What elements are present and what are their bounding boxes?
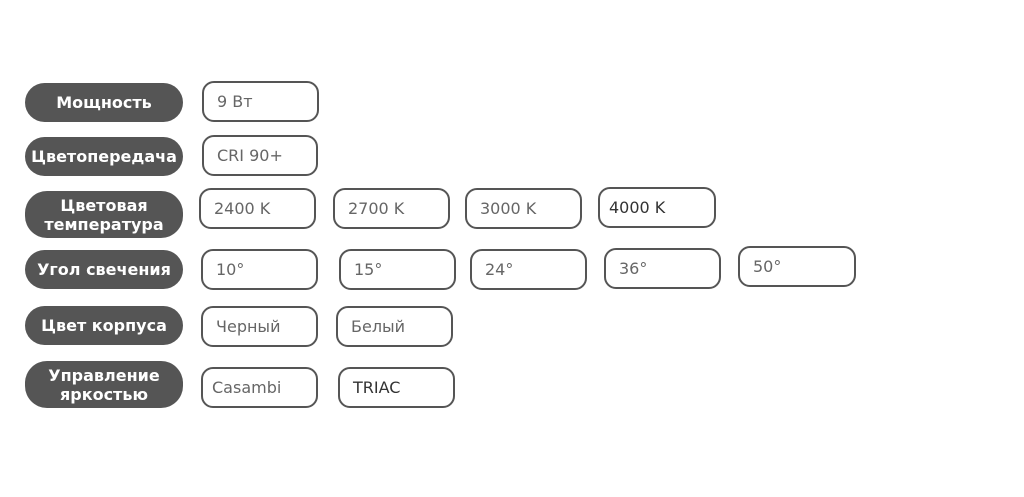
label-dimming-control: Управление яркостью	[25, 361, 183, 408]
option-label: Черный	[216, 317, 281, 336]
option-angle-36[interactable]: 36°	[604, 248, 721, 289]
option-temp-2400k[interactable]: 2400 K	[199, 188, 316, 229]
option-label: CRI 90+	[217, 146, 283, 165]
option-angle-15[interactable]: 15°	[339, 249, 456, 290]
option-label: 3000 K	[480, 199, 537, 218]
option-temp-3000k[interactable]: 3000 K	[465, 188, 582, 229]
label-line: температура	[44, 214, 164, 234]
option-label: 24°	[485, 260, 514, 279]
option-label: 36°	[619, 259, 648, 278]
label-line: яркостью	[59, 384, 148, 404]
label-color-temperature: Цветовая температура	[25, 191, 183, 238]
label-power-text: Мощность	[56, 93, 152, 112]
option-color-white[interactable]: Белый	[336, 306, 453, 347]
option-dimming-casambi[interactable]: Casambi	[201, 367, 318, 408]
option-temp-4000k[interactable]: 4000 K	[598, 187, 716, 228]
option-label: 2700 K	[348, 199, 405, 218]
option-label: Белый	[351, 317, 406, 336]
label-color-rendering: Цветопередача	[25, 137, 183, 176]
option-label: 4000 K	[609, 198, 666, 217]
label-beam-angle-text: Угол свечения	[37, 260, 171, 279]
label-body-color: Цвет корпуса	[25, 306, 183, 345]
option-power-9w[interactable]: 9 Вт	[202, 81, 319, 122]
label-line: Управление	[48, 365, 160, 385]
option-angle-50[interactable]: 50°	[738, 246, 856, 287]
label-beam-angle: Угол свечения	[25, 250, 183, 289]
option-label: 10°	[216, 260, 245, 279]
option-angle-10[interactable]: 10°	[201, 249, 318, 290]
option-dimming-triac[interactable]: TRIAC	[338, 367, 455, 408]
option-label: Casambi	[212, 378, 282, 397]
label-power: Мощность	[25, 83, 183, 122]
option-label: TRIAC	[353, 378, 401, 397]
option-label: 2400 K	[214, 199, 271, 218]
option-label: 9 Вт	[217, 92, 253, 111]
option-color-black[interactable]: Черный	[201, 306, 318, 347]
label-body-color-text: Цвет корпуса	[41, 316, 167, 335]
option-cri-90[interactable]: CRI 90+	[202, 135, 318, 176]
option-label: 15°	[354, 260, 383, 279]
option-temp-2700k[interactable]: 2700 K	[333, 188, 450, 229]
label-color-rendering-text: Цветопередача	[31, 147, 177, 166]
option-label: 50°	[753, 257, 782, 276]
option-angle-24[interactable]: 24°	[470, 249, 587, 290]
label-line: Цветовая	[60, 195, 148, 215]
